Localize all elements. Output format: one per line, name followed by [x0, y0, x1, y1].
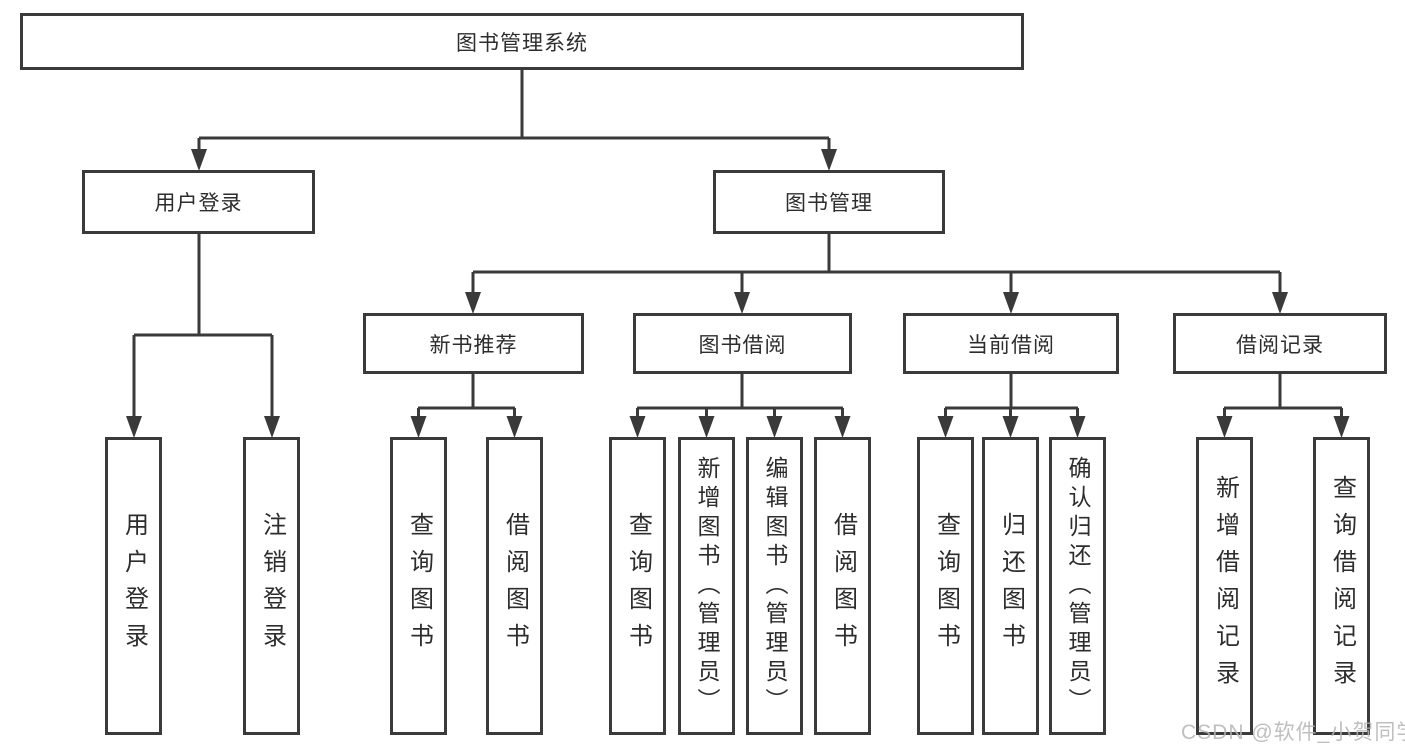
- node-label: 归还图书: [997, 512, 1025, 660]
- node-label: 新增图书（管理员）: [694, 455, 720, 717]
- node-borrow-records: 借阅记录: [1173, 313, 1387, 374]
- node-label: 图书管理: [785, 192, 873, 215]
- node-new-book-recommend: 新书推荐: [363, 313, 584, 374]
- node-label: 注销登录: [258, 512, 286, 660]
- node-label: 查询图书: [624, 512, 652, 660]
- leaf-borrow-books-recommend: 借阅图书: [486, 437, 543, 735]
- node-root-system: 图书管理系统: [20, 13, 1024, 70]
- leaf-query-books-borrow: 查询图书: [609, 437, 666, 735]
- leaf-query-books-current: 查询图书: [917, 437, 974, 735]
- node-label: 确认归还（管理员）: [1065, 455, 1091, 717]
- node-current-borrow: 当前借阅: [903, 313, 1119, 374]
- leaf-add-book-admin: 新增图书（管理员）: [678, 437, 735, 735]
- leaf-logout: 注销登录: [243, 437, 300, 735]
- node-label: 用户登录: [154, 192, 243, 215]
- leaf-query-books-recommend: 查询图书: [390, 437, 447, 735]
- node-book-management: 图书管理: [713, 170, 945, 234]
- node-label: 用户登录: [120, 512, 148, 660]
- leaf-borrow-books: 借阅图书: [814, 437, 871, 735]
- node-label: 新书推荐: [429, 333, 518, 357]
- node-label: 借阅图书: [501, 512, 529, 660]
- csdn-watermark: CSDN @软件_小贺同学: [1181, 721, 1405, 744]
- node-label: 新增借阅记录: [1211, 475, 1239, 697]
- leaf-return-books: 归还图书: [982, 437, 1039, 735]
- node-label: 查询图书: [405, 512, 433, 660]
- node-label: 查询借阅记录: [1328, 475, 1356, 697]
- leaf-edit-book-admin: 编辑图书（管理员）: [746, 437, 803, 735]
- node-label: 当前借阅: [967, 333, 1055, 357]
- leaf-add-borrow-record: 新增借阅记录: [1196, 437, 1253, 735]
- node-book-borrow: 图书借阅: [633, 313, 852, 374]
- leaf-user-login: 用户登录: [105, 437, 162, 735]
- leaf-confirm-return-admin: 确认归还（管理员）: [1049, 437, 1106, 735]
- node-label: 图书管理系统: [456, 31, 588, 55]
- node-label: 编辑图书（管理员）: [762, 455, 788, 717]
- leaf-query-borrow-record: 查询借阅记录: [1313, 437, 1370, 735]
- node-user-login: 用户登录: [82, 170, 315, 234]
- node-label: 借阅图书: [829, 512, 857, 660]
- node-label: 查询图书: [932, 512, 960, 660]
- node-label: 借阅记录: [1236, 333, 1324, 357]
- node-label: 图书借阅: [698, 333, 787, 357]
